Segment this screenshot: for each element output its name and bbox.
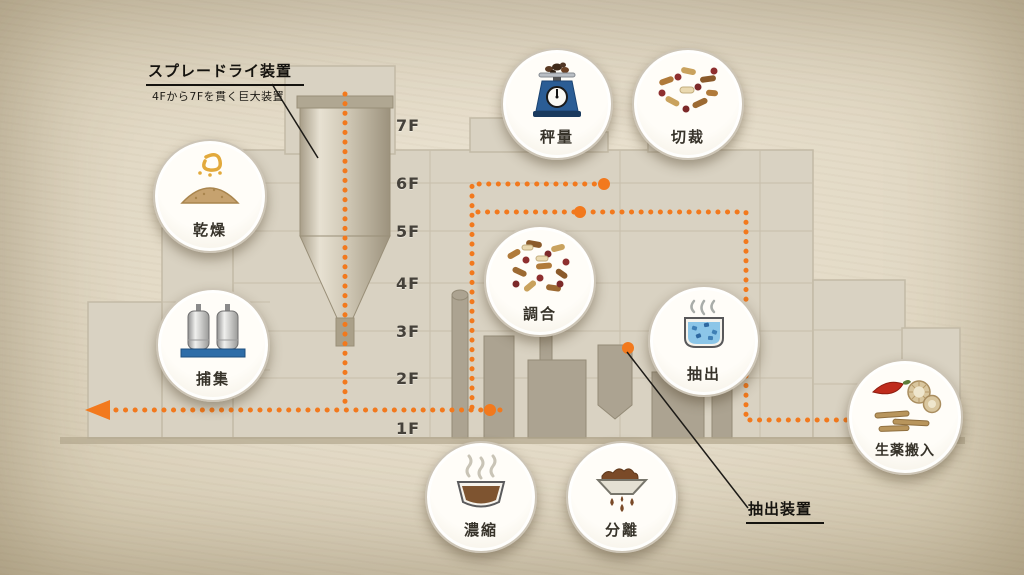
flow-junction-dot — [598, 178, 610, 190]
flow-segment-upper — [469, 181, 607, 413]
mixed-herbs-icon — [507, 240, 570, 292]
spray-drying-icon — [180, 153, 240, 204]
extraction-equipment-label: 抽出装置 — [746, 498, 825, 524]
floor-label-1f: 1F — [396, 419, 421, 438]
flow-arrow-left — [85, 400, 110, 420]
station-label: 切裁 — [670, 128, 705, 146]
station-label: 濃縮 — [463, 521, 498, 539]
extraction-pointer-line — [626, 351, 749, 509]
flow-junction-dot — [574, 206, 586, 218]
station-label: 抽出 — [686, 365, 721, 383]
dripping-funnel-icon — [595, 468, 649, 512]
flow-junction-dot — [484, 404, 496, 416]
station-label: 捕集 — [195, 370, 230, 388]
station-extraction: 抽出 — [648, 285, 760, 397]
cut-herbs-icon — [658, 67, 718, 113]
boiling-pot-icon — [684, 299, 724, 348]
station-drying: 乾燥 — [153, 139, 267, 253]
station-label: 分離 — [604, 521, 639, 539]
floor-label-6f: 6F — [396, 174, 421, 193]
floor-label-5f: 5F — [396, 222, 421, 241]
spray-dry-equipment-label: スプレードライ装置 — [146, 60, 305, 86]
raw-herbs-icon — [872, 380, 942, 432]
station-separation: 分離 — [566, 441, 678, 553]
station-herb-delivery: 生薬搬入 — [847, 359, 963, 475]
floor-label-7f: 7F — [396, 116, 421, 135]
floor-label-4f: 4F — [396, 274, 421, 293]
floor-label-3f: 3F — [396, 322, 421, 341]
spray-dry-equipment-sublabel: 4Fから7Fを貫く巨大装置 — [152, 90, 285, 103]
station-label: 調合 — [522, 305, 557, 323]
station-weighing: 秤量 — [501, 48, 613, 160]
station-label: 秤量 — [539, 128, 574, 146]
station-concentration: 濃縮 — [425, 441, 537, 553]
collection-tanks-icon — [180, 304, 246, 358]
spray-dry-pointer-line — [271, 83, 319, 159]
floor-label-2f: 2F — [396, 369, 421, 388]
steaming-bowl-icon — [456, 454, 506, 508]
weighing-scale-icon — [533, 62, 581, 117]
station-label: 乾燥 — [192, 221, 227, 239]
station-label: 生薬搬入 — [875, 443, 935, 459]
flow-junction-dot — [622, 342, 634, 354]
station-collection: 捕集 — [156, 288, 270, 402]
station-blending: 調合 — [484, 225, 596, 337]
station-cutting: 切裁 — [632, 48, 744, 160]
